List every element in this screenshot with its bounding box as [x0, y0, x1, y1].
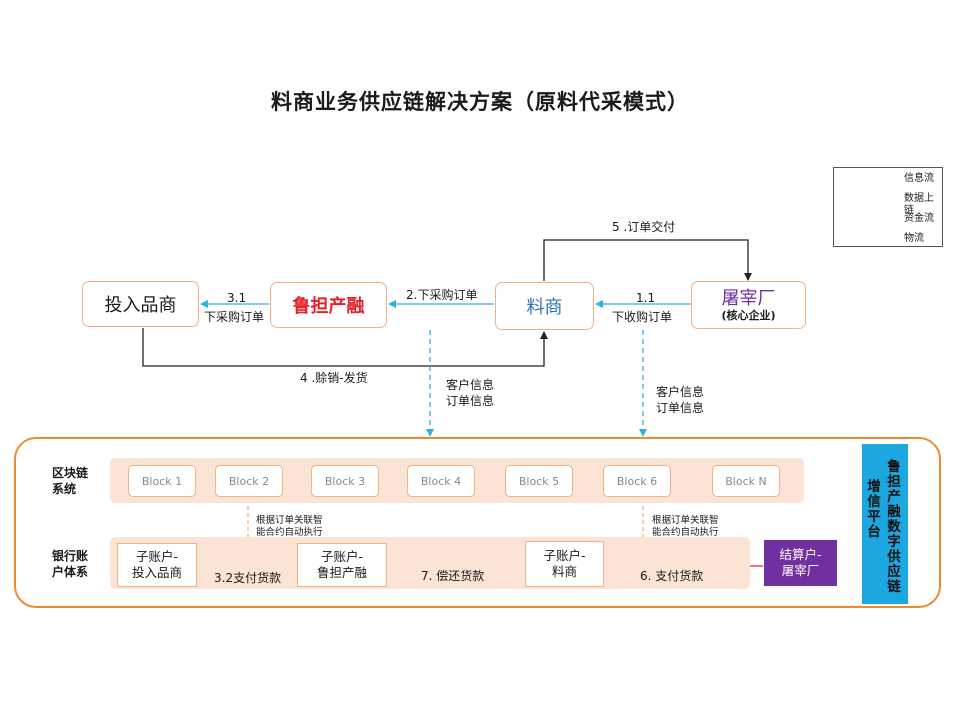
acct-liaoshang-line1: 子账户- — [543, 548, 586, 563]
settle-line1: 结算户- — [779, 547, 822, 562]
block-2: Block 2 — [215, 465, 283, 497]
edge-1-1-num: 1.1 — [636, 291, 656, 305]
node-tuzai: 屠宰厂 (核心企业) — [691, 281, 806, 329]
node-investor-label: 投入品商 — [104, 295, 177, 316]
node-tuzai-label: 屠宰厂 — [721, 287, 776, 309]
contract-left-line2: 能合约自动执行 — [256, 527, 323, 538]
bank-label-1: 银行账 — [52, 549, 89, 563]
acct-liaoshang-line2: 料商 — [551, 564, 577, 579]
edge-1-1-label: 下收购订单 — [612, 310, 673, 324]
contract-right-line1: 根据订单关联智 — [652, 515, 719, 526]
node-liaoshang-label: 料商 — [526, 297, 563, 318]
node-tuzai-sublabel: (核心企业) — [721, 308, 776, 322]
block-n: Block N — [712, 465, 780, 497]
blockchain-label-1: 区块链 — [52, 466, 89, 480]
data2-line2: 订单信息 — [656, 401, 705, 415]
block-1: Block 1 — [128, 465, 196, 497]
edge-3-1-num: 3.1 — [227, 291, 247, 305]
data2-line1: 客户信息 — [656, 385, 705, 399]
contract-right-line2: 能合约自动执行 — [652, 527, 719, 538]
block-3: Block 3 — [311, 465, 379, 497]
acct-investor-line2: 投入品商 — [131, 565, 182, 580]
platform-col2: 增信平台 — [867, 479, 881, 540]
block-6: Block 6 — [603, 465, 671, 497]
node-liaoshang: 料商 — [495, 282, 594, 330]
settle-account-tuzai: 结算户- 屠宰厂 — [764, 540, 837, 586]
legend-label-info: 信息流 — [904, 173, 934, 184]
acct-ludan-line1: 子账户- — [320, 549, 363, 564]
legend-label-data: 数据上链 — [904, 193, 934, 216]
edge-5-label: 5 .订单交付 — [612, 220, 676, 234]
edge-4 — [142, 328, 548, 367]
acct-liaoshang: 子账户- 料商 — [525, 541, 604, 587]
legend-label-fund: 资金流 — [904, 213, 934, 224]
node-ludan: 鲁担产融 — [270, 282, 387, 328]
acct-ludan: 子账户- 鲁担产融 — [297, 543, 387, 587]
bank-band — [110, 537, 750, 589]
block-5: Block 5 — [505, 465, 573, 497]
edge-5 — [543, 239, 752, 281]
block-4: Block 4 — [407, 465, 475, 497]
platform-col1: 鲁担产融数字供应链 — [887, 459, 901, 595]
bank-label-2: 户体系 — [52, 565, 89, 579]
fund-6-label: 6. 支付货款 — [640, 569, 704, 583]
data1-line2: 订单信息 — [446, 394, 495, 408]
edge-3-1-label: 下采购订单 — [204, 310, 265, 324]
page-title: 料商业务供应链解决方案（原料代采模式） — [271, 89, 689, 114]
settle-line2: 屠宰厂 — [781, 563, 820, 578]
edge-2-label: 2.下采购订单 — [406, 288, 478, 302]
acct-ludan-line2: 鲁担产融 — [316, 565, 367, 580]
platform-banner — [862, 444, 908, 604]
node-ludan-label: 鲁担产融 — [292, 296, 365, 317]
acct-investor-line1: 子账户- — [135, 549, 178, 564]
fund-7-label: 7. 偿还货款 — [421, 569, 485, 583]
acct-investor: 子账户- 投入品商 — [117, 543, 197, 587]
edge-4-label: 4 .赊销-发货 — [300, 371, 368, 385]
node-investor: 投入品商 — [82, 281, 199, 327]
platform-container — [14, 437, 941, 608]
contract-left-line1: 根据订单关联智 — [256, 515, 323, 526]
legend-label-logistics: 物流 — [904, 233, 924, 244]
legend: 信息流 数据上链 资金流 物流 — [833, 167, 943, 247]
data1-line1: 客户信息 — [446, 378, 495, 392]
fund-3-2-label: 3.2支付货款 — [214, 571, 282, 585]
blockchain-label-2: 系统 — [52, 482, 77, 496]
